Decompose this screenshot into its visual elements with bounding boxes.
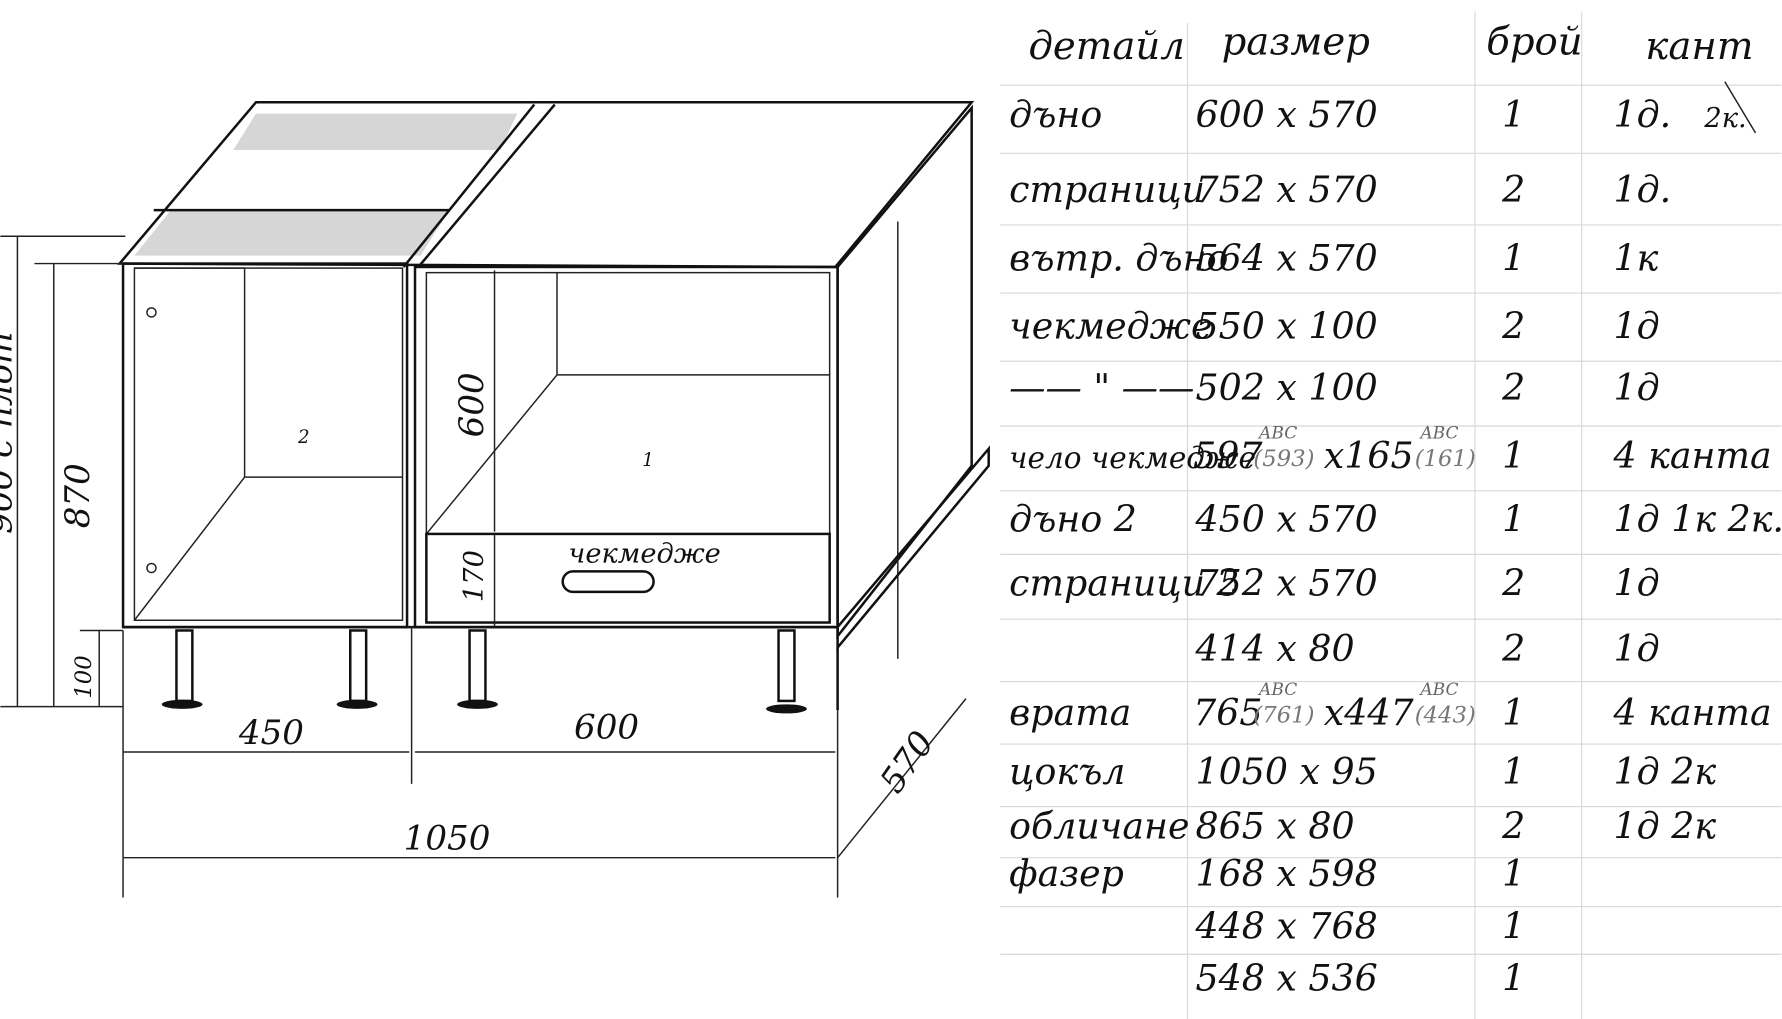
row-edge: 1д (1614, 305, 1660, 348)
row-edge: 1д. (1614, 168, 1672, 211)
row-size: 1050 x 95 (1195, 750, 1377, 793)
strike-mark (1724, 81, 1757, 134)
row-detail: обличане (1009, 804, 1189, 847)
row-size-alt: (593) (1253, 446, 1314, 472)
row-size: 448 x 768 (1194, 904, 1377, 947)
header-count: брой (1486, 20, 1582, 65)
row-abc-mark: ABC (1257, 423, 1297, 443)
drawer-label: чекмедже (568, 538, 720, 569)
row-size: 564 x 570 (1195, 236, 1377, 279)
row-count: 2 (1501, 168, 1525, 211)
row-size: 548 x 536 (1195, 957, 1377, 1000)
row-detail: —— " —— (1009, 366, 1194, 409)
row-detail: дъно (1009, 93, 1102, 136)
row-count: 2 (1501, 305, 1525, 348)
dim-drawer-height: 170 (459, 550, 490, 602)
row-count: 1 (1502, 498, 1525, 541)
drawer-handle (561, 570, 655, 594)
row-size: 550 x 100 (1195, 305, 1377, 348)
row-detail: дъно 2 (1009, 498, 1137, 541)
row-edge: 1д (1614, 627, 1660, 670)
row-count: 1 (1502, 691, 1525, 734)
dim-body-height: 870 (58, 463, 98, 528)
row-edge: 4 канта (1613, 691, 1772, 734)
dim-leg-height: 100 (71, 655, 97, 698)
row-count: 1 (1502, 957, 1525, 1000)
drawer-front (425, 532, 831, 624)
dimension-lines (0, 235, 967, 898)
row-count: 1 (1502, 852, 1525, 895)
dim-total-height: 900 с плот (0, 332, 21, 534)
row-size-b: x447 (1324, 691, 1415, 734)
row-count: 1 (1502, 904, 1525, 947)
side-panel (836, 104, 973, 640)
row-edge: 1д (1614, 366, 1660, 409)
row-size: 765 (1193, 691, 1262, 734)
left-section (121, 262, 409, 629)
row-detail: страници (1009, 168, 1205, 211)
row-edge: 1д 2к (1614, 804, 1717, 847)
row-size: 414 x 80 (1194, 627, 1354, 670)
row-size-b-alt: (443) (1415, 703, 1476, 729)
row-edge-struck: 2к. (1703, 103, 1746, 134)
section-left-label: 2 (297, 427, 310, 448)
row-size: 450 x 570 (1194, 498, 1377, 541)
row-abc-mark: ABC (1418, 680, 1458, 700)
cabinet-legs (161, 629, 807, 714)
row-edge: 1к (1614, 236, 1659, 279)
row-edge: 1д. (1614, 93, 1672, 136)
row-detail: вътр. дъно (1009, 236, 1228, 279)
row-detail: страници 2 (1009, 561, 1240, 604)
row-size: 502 x 100 (1195, 366, 1377, 409)
row-detail: фазер (1009, 852, 1124, 895)
row-count: 2 (1501, 804, 1525, 847)
row-abc-mark: ABC (1418, 423, 1458, 443)
paper-grid (1000, 11, 1782, 1019)
row-abc-mark: ABC (1257, 680, 1297, 700)
row-size-b: x165 (1324, 434, 1414, 477)
dim-total-width: 1050 (404, 819, 491, 859)
row-size: 600 x 570 (1195, 93, 1377, 136)
section-right-label: 1 (642, 450, 654, 471)
row-count: 1 (1502, 236, 1525, 279)
row-count: 1 (1502, 93, 1525, 136)
row-size: 752 x 570 (1195, 168, 1377, 211)
row-edge: 1д 2к (1614, 750, 1717, 793)
header-detail: детайл (1028, 24, 1184, 69)
row-count: 1 (1502, 434, 1525, 477)
row-count: 2 (1501, 561, 1525, 604)
dim-left-width: 450 (238, 713, 304, 753)
row-size: 168 x 598 (1195, 852, 1377, 895)
row-detail: врата (1009, 691, 1131, 734)
header-edge: кант (1645, 24, 1753, 69)
dim-depth: 570 (872, 724, 942, 800)
row-count: 2 (1501, 366, 1525, 409)
top-strip-back (233, 113, 518, 150)
dim-right-width: 600 (574, 707, 639, 747)
row-size-alt: (761) (1253, 703, 1314, 729)
row-edge: 4 канта (1613, 434, 1772, 477)
row-detail: чело чекмедже (1009, 441, 1256, 475)
row-detail: цокъл (1009, 750, 1125, 793)
row-size: 865 x 80 (1195, 804, 1354, 847)
row-size: 597 (1193, 434, 1263, 477)
row-detail: чекмедже (1009, 305, 1212, 348)
header-size: размер (1222, 20, 1370, 65)
row-edge: 1д 1к 2к. (1614, 498, 1782, 541)
cabinet-drawing: 900 с плот 870 100 600 170 450 600 1050 … (0, 100, 990, 898)
top-strip-front (134, 210, 450, 256)
row-size: 752 x 570 (1195, 561, 1377, 604)
row-count: 2 (1501, 627, 1525, 670)
dim-inner-height: 600 (452, 372, 492, 437)
row-count: 1 (1502, 750, 1525, 793)
row-size-b-alt: (161) (1415, 446, 1476, 472)
row-edge: 1д (1614, 561, 1660, 604)
